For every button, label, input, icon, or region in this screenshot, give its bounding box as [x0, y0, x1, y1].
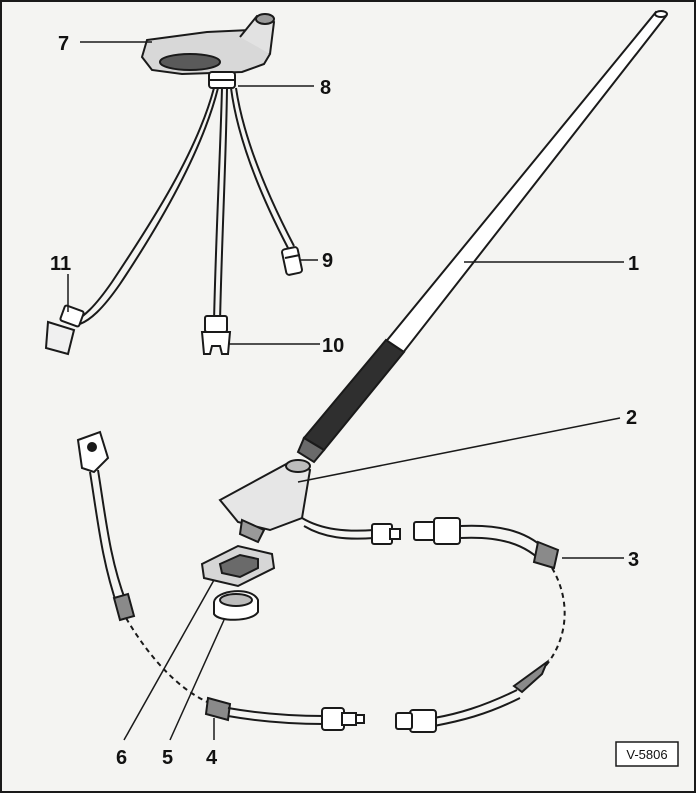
cable-connector — [76, 430, 365, 731]
leader-lines — [67, 41, 624, 741]
connector-9 — [281, 246, 303, 276]
callout-10: 10 — [322, 335, 344, 357]
antenna-base — [218, 459, 401, 545]
connector-11 — [44, 304, 85, 356]
wiring-harness — [73, 87, 295, 325]
reference-code: V-5806 — [626, 747, 667, 762]
leader-5 — [169, 619, 225, 741]
callout-labels: 7 8 9 10 11 1 2 3 4 5 6 — [50, 33, 639, 769]
callout-2: 2 — [626, 407, 637, 429]
seal-gasket — [200, 544, 276, 588]
antenna-mast — [296, 10, 668, 464]
callout-9: 9 — [322, 250, 333, 272]
roof-antenna-base — [140, 13, 276, 76]
callout-8: 8 — [320, 77, 331, 99]
callout-3: 3 — [628, 549, 639, 571]
leader-6 — [123, 579, 215, 741]
antenna-cable — [395, 517, 566, 733]
reference-code-box: V-5806 — [615, 741, 679, 767]
grommet — [208, 71, 236, 89]
connector-10 — [200, 315, 232, 355]
callout-4: 4 — [206, 747, 218, 769]
callout-6: 6 — [116, 747, 127, 769]
clip-nut — [213, 590, 259, 621]
callout-1: 1 — [628, 253, 639, 275]
leader-2 — [297, 417, 621, 483]
callout-11: 11 — [50, 253, 71, 275]
callout-7: 7 — [58, 33, 69, 55]
callout-5: 5 — [162, 747, 173, 769]
